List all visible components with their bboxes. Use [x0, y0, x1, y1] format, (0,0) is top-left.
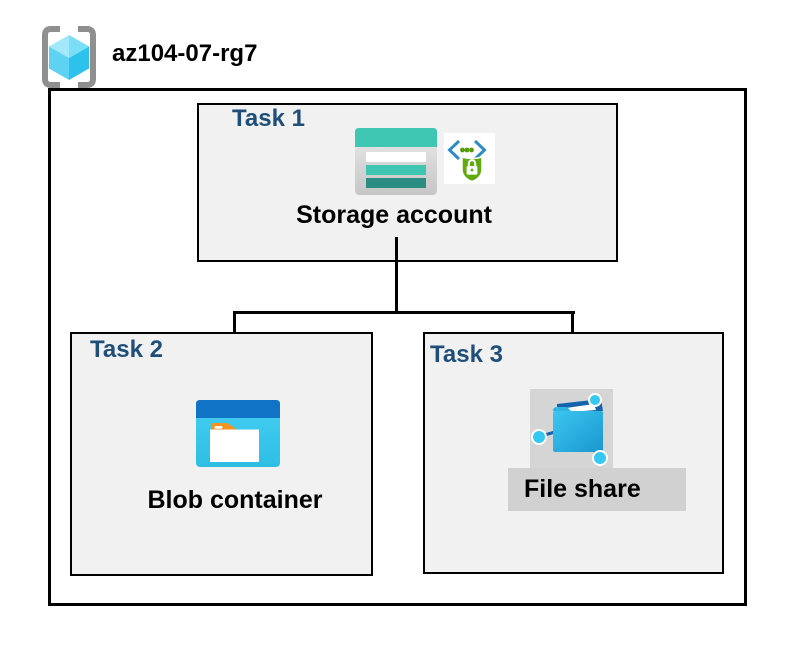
resource-group-icon	[38, 24, 100, 90]
connector-horizontal	[233, 311, 575, 314]
storage-account-label: Storage account	[296, 201, 492, 229]
resource-group-name: az104-07-rg7	[112, 40, 258, 67]
blob-container-icon	[196, 400, 280, 467]
file-share-label: File share	[524, 475, 641, 503]
task1-label: Task 1	[232, 105, 305, 132]
blob-container-label: Blob container	[147, 486, 323, 514]
file-share-icon	[530, 389, 613, 470]
task2-label: Task 2	[90, 336, 163, 363]
connector-storage-down	[395, 237, 398, 314]
task3-label: Task 3	[430, 341, 503, 368]
sas-shield-lock-icon	[444, 133, 495, 184]
storage-account-icon	[355, 128, 437, 195]
file-share-label-plate	[508, 468, 686, 511]
